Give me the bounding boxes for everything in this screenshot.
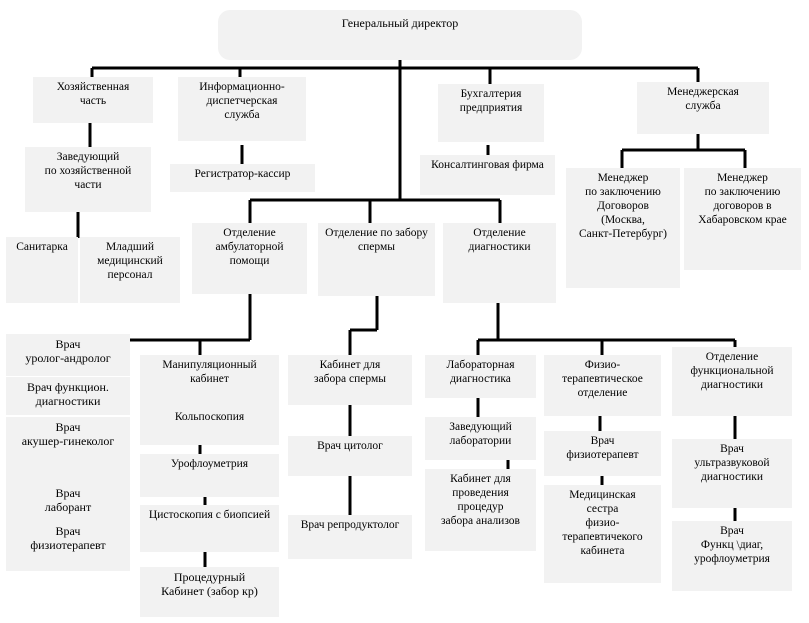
func-dept-box: Отделение функциональной диагностики [672, 347, 792, 416]
cystoscopy-box: Цистоскопия с биопсией [140, 505, 279, 552]
urologist-box: Врач уролог-андролог [6, 334, 130, 376]
ambulatory-box: Отделение амбулаторной помощи [192, 223, 307, 294]
cytologist-box: Врач цитолог [288, 436, 412, 476]
sperm-cabinet-box: Кабинет для забора спермы [288, 355, 412, 405]
registrar-box: Регистратор-кассир [170, 164, 315, 192]
analysis-cabinet-box: Кабинет для проведения процедур забора а… [425, 469, 536, 551]
lab-diag-box: Лабораторная диагностика [425, 355, 536, 398]
sperm-dept-box: Отделение по забору спермы [318, 223, 435, 296]
physio-dept-box: Физио- терапевтическое отделение [544, 355, 661, 416]
func-doctor-box: Врач функцион. диагностики [6, 377, 130, 415]
lab-doctor-box: Врач лаборант [6, 483, 130, 521]
consulting-box: Консалтинговая фирма [420, 155, 555, 195]
reproductologist-box: Врач репродуктолог [288, 515, 412, 559]
manager-service-box: Менеджерская служба [637, 82, 769, 134]
household-head-box: Заведующий по хозяйственной части [25, 147, 151, 212]
procedural-box: Процедурный Кабинет (забор кр) [140, 567, 279, 617]
info-service-box: Информационно- диспетчерская служба [178, 77, 306, 141]
director-box: Генеральный директор [218, 10, 582, 60]
physio-doctor-left-box: Врач физиотерапевт [6, 521, 130, 571]
lab-head-box: Заведующий лаборатории [425, 417, 536, 460]
ultrasound-box: Врач ультразвуковой диагностики [672, 439, 792, 508]
uroflow-box: Урофлоуметрия [140, 454, 279, 497]
gynecologist-box: Врач акушер-гинеколог [6, 417, 130, 483]
accounting-box: Бухгалтерия предприятия [438, 84, 544, 142]
manager-msk-box: Менеджер по заключению Договоров (Москва… [566, 168, 680, 288]
household-box: Хозяйственная часть [33, 77, 153, 123]
diagnostics-box: Отделение диагностики [443, 223, 556, 303]
junior-staff-box: Младший медицинский персонал [80, 237, 180, 303]
sanitary-box: Санитарка [6, 237, 78, 303]
func-diag-doctor-box: Врач Функц \диаг, урофлоуметрия [672, 521, 792, 591]
colposcopy-box: Кольпоскопия [140, 407, 279, 445]
physio-doctor-box: Врач физиотерапевт [544, 431, 661, 476]
manager-khab-box: Менеджер по заключению договоров в Хабар… [684, 168, 801, 270]
nurse-box: Медицинская сестра физио- терапевтичеког… [544, 485, 661, 583]
